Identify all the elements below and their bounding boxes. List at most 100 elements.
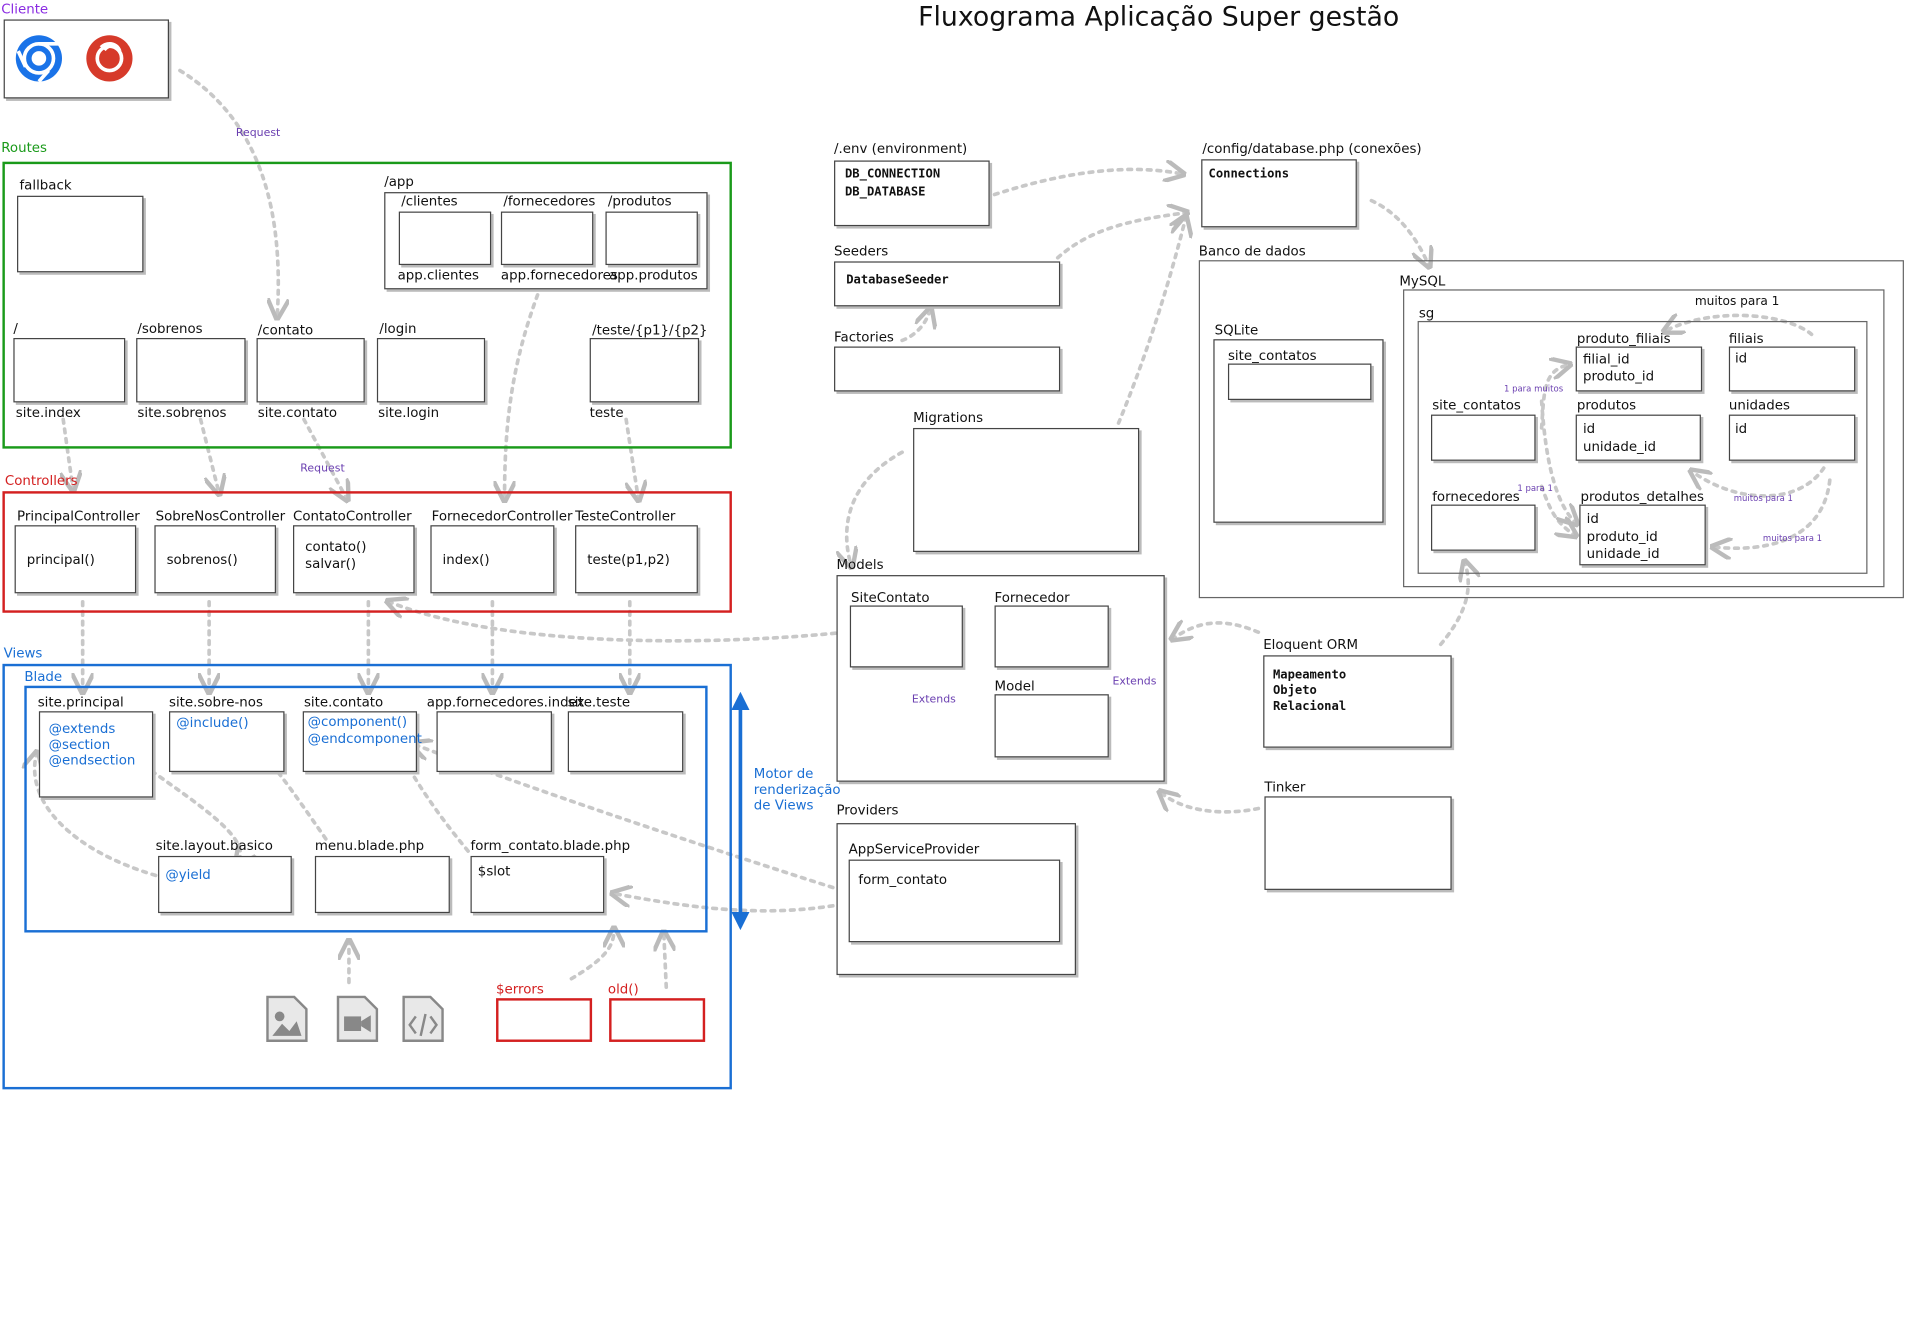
arrow-models-to-controllers [389, 602, 847, 643]
arrow-teste-ctrl [624, 417, 638, 498]
arrow-client-to-contato [178, 68, 278, 317]
teste-controller-label: TesteController [575, 508, 676, 525]
model-sitecontato-box [849, 605, 963, 668]
arrow-env-config [992, 169, 1182, 197]
arrow-layout-to-principal [35, 754, 158, 878]
env-db-connection: DB_CONNECTION [844, 167, 941, 182]
view-form-label: form_contato.blade.php [470, 837, 631, 854]
route-contato-box [256, 337, 365, 403]
route-fallback-label: fallback [19, 177, 72, 194]
eloquent-line-2: Objeto [1272, 684, 1317, 698]
table-filiais-box [1728, 346, 1856, 392]
route-teste-box [589, 337, 700, 403]
extends-label-1: Extends [911, 694, 956, 707]
code-file-icon [402, 995, 444, 1042]
table-filiais-label: filiais [1728, 330, 1764, 347]
view-fornecedores-box [436, 711, 552, 773]
route-clientes-label: /clientes [401, 193, 458, 210]
view-principal-extends: @extends [48, 720, 116, 737]
teste-controller-box [575, 525, 698, 594]
model-base-box [994, 694, 1109, 758]
firefox-icon [86, 35, 133, 82]
principal-controller-method: principal() [26, 551, 95, 568]
request-label-1: Request [235, 127, 281, 140]
view-layout-yield: @yield [165, 866, 211, 883]
app-service-provider-box [848, 859, 1061, 943]
arrow-config-db [1369, 198, 1428, 265]
principal-controller-box [14, 525, 137, 594]
view-sobrenos-box [168, 711, 285, 773]
arrow-fornecedores-pd [1539, 484, 1575, 535]
route-fornecedores-box [500, 211, 594, 266]
sg-box [1417, 320, 1868, 574]
arrow-produtos-pf [1539, 399, 1576, 523]
providers-label: Providers [836, 802, 899, 819]
config-connections: Connections [1208, 167, 1290, 182]
contato-controller-method-2: salvar() [305, 555, 357, 572]
arrow-provider-form [614, 894, 835, 913]
config-label: /config/database.php (conexões) [1202, 141, 1422, 157]
table-fornecedores-label: fornecedores [1432, 488, 1520, 505]
fornecedor-controller-label: FornecedorController [431, 508, 573, 525]
view-contato-label: site.contato [303, 694, 384, 711]
image-file-icon [266, 995, 308, 1042]
seeders-label: Seeders [834, 243, 889, 259]
env-label: /.env (environment) [834, 141, 968, 157]
models-label: Models [836, 556, 884, 573]
sqlite-table-box [1227, 363, 1372, 400]
table-site-contatos-box [1430, 414, 1536, 461]
view-form-slot: $slot [477, 863, 511, 880]
route-login-box [376, 337, 486, 403]
route-site-sobrenos-name: site.sobrenos [137, 404, 227, 421]
migrations-box [913, 427, 1140, 552]
route-app-clientes-name: app.clientes [397, 267, 479, 284]
errors-label: $errors [496, 981, 544, 997]
old-box [609, 998, 706, 1042]
rel-label-muitos-para-1-c: muitos para 1 [1762, 533, 1823, 544]
mysql-label: MySQL [1399, 273, 1446, 290]
pf-filial-id: filial_id [1582, 351, 1630, 368]
table-unidades-box [1728, 414, 1856, 461]
sobrenos-controller-label: SobreNosController [155, 508, 286, 525]
model-fornecedor-label: Fornecedor [994, 589, 1070, 606]
motor-label-2: renderização [753, 781, 841, 798]
route-site-index-name: site.index [15, 404, 81, 421]
table-produtos-detalhes-box [1579, 504, 1706, 566]
arrow-contato-ctrl [302, 417, 347, 498]
table-produtos-box [1575, 414, 1701, 461]
blade-label: Blade [24, 668, 63, 685]
view-principal-box [38, 711, 154, 798]
view-contato-endcomponent: @endcomponent [307, 730, 422, 747]
view-fornecedores-label: app.fornecedores.index [426, 694, 585, 711]
arrow-unidades-produtos [1692, 466, 1826, 498]
model-base-label: Model [994, 678, 1035, 695]
view-layout-label: site.layout.basico [155, 837, 273, 854]
diagram-title: Fluxograma Aplicação Super gestão [918, 2, 1400, 33]
views-section [2, 663, 732, 1090]
old-label: old() [607, 981, 639, 997]
route-produtos-box [605, 211, 698, 266]
route-site-login-name: site.login [378, 404, 440, 421]
pd-id: id [1586, 510, 1599, 527]
contato-controller-label: ContatoController [293, 508, 412, 525]
eloquent-box [1263, 655, 1452, 748]
sobrenos-controller-method: sobrenos() [166, 551, 238, 568]
rel-label-muitos-para-1-a: muitos para 1 [1694, 295, 1780, 309]
app-service-provider-label: AppServiceProvider [848, 841, 980, 858]
arrow-app-fornecedor [505, 283, 543, 499]
arrow-index-principal [63, 417, 73, 488]
fornecedor-controller-box [430, 525, 555, 594]
blade-section [24, 685, 708, 933]
sobrenos-controller-box [154, 525, 276, 594]
table-produto-filiais-box [1575, 346, 1703, 392]
route-clientes-box [398, 211, 492, 266]
view-sobrenos-label: site.sobre-nos [168, 694, 263, 711]
rel-label-muitos-para-1-b: muitos para 1 [1733, 493, 1793, 504]
view-menu-box [314, 855, 450, 914]
eloquent-line-1: Mapeamento [1272, 668, 1347, 683]
arrow-old-slot [664, 934, 666, 990]
model-sitecontato-label: SiteContato [851, 589, 930, 606]
contato-controller-method-1: contato() [305, 538, 367, 555]
contato-controller-box [293, 525, 415, 594]
sg-label: sg [1418, 305, 1435, 321]
